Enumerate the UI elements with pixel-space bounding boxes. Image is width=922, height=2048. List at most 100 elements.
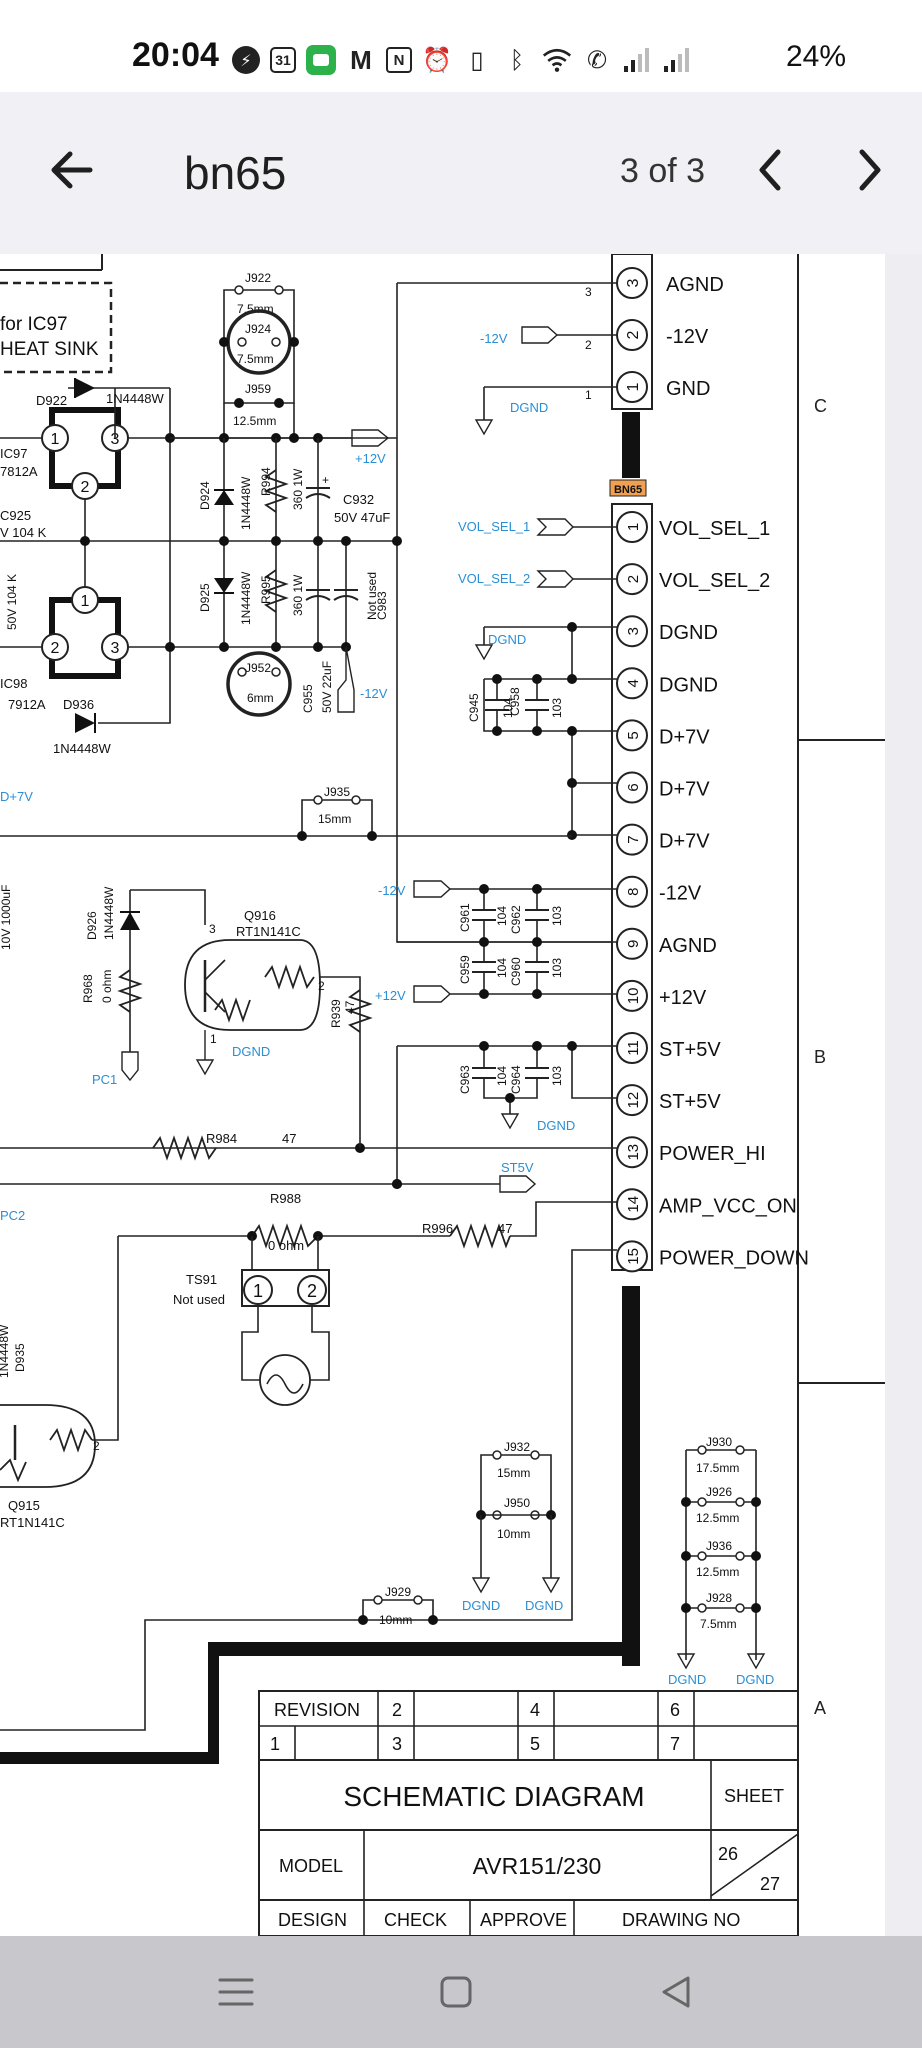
component-value: 7.5mm bbox=[700, 1617, 737, 1631]
ground-symbol bbox=[471, 1577, 561, 1594]
pin-circle bbox=[616, 979, 648, 1012]
jumper-pad bbox=[237, 337, 247, 347]
junction bbox=[567, 778, 577, 788]
pin-circle bbox=[616, 1084, 648, 1117]
pin-number: 2 bbox=[625, 330, 642, 339]
component-value: 103 bbox=[550, 958, 564, 978]
jumper-pad bbox=[697, 1603, 707, 1613]
component-value: 12.5mm bbox=[233, 414, 276, 428]
component-ref: C963 bbox=[458, 1065, 472, 1094]
transistor-body bbox=[0, 1404, 96, 1488]
component-value: 1N4448W bbox=[106, 391, 165, 406]
component-ref: J924 bbox=[245, 322, 271, 336]
component-ref: J932 bbox=[504, 1440, 530, 1454]
status-icons: ⚡ 31 M N ⏰ ▯ ᛒ ✆ bbox=[232, 40, 692, 80]
junction bbox=[492, 674, 502, 684]
net-flag bbox=[121, 1051, 139, 1082]
upper-connector bbox=[611, 254, 653, 410]
junction bbox=[367, 831, 377, 841]
revision-number: 6 bbox=[670, 1700, 680, 1720]
component-ref: TS91 bbox=[186, 1272, 217, 1287]
junction bbox=[297, 831, 307, 841]
pin-label: POWER_HI bbox=[659, 1143, 766, 1165]
model-value: AVR151/230 bbox=[473, 1853, 602, 1879]
capacitor-gap bbox=[474, 962, 494, 972]
heat-sink-box bbox=[0, 281, 113, 374]
component-ref: Q916 bbox=[244, 908, 276, 923]
component-ref: J935 bbox=[324, 785, 350, 799]
document-viewer[interactable]: C B A for IC97 HEAT SINK 3 2 1 AGND -12V… bbox=[0, 254, 922, 1936]
component-ref: IC97 bbox=[0, 446, 27, 461]
component-value: 104 bbox=[501, 698, 515, 718]
junction bbox=[165, 642, 175, 652]
pin-circle bbox=[616, 771, 648, 804]
component-ref: C959 bbox=[458, 955, 472, 984]
net-label: PC1 bbox=[92, 1072, 117, 1087]
capacitor-gap bbox=[527, 910, 547, 920]
pin-circle bbox=[616, 667, 648, 700]
capacitor-gap bbox=[527, 1068, 547, 1078]
pin-circle bbox=[297, 1275, 327, 1305]
pin-circle bbox=[616, 1188, 648, 1221]
jumper-frame bbox=[301, 799, 373, 836]
transistor-leg bbox=[204, 959, 226, 1013]
previous-page-button[interactable] bbox=[742, 138, 798, 202]
junction bbox=[681, 1497, 691, 1507]
jumper-pad bbox=[313, 795, 323, 805]
system-back-button[interactable] bbox=[640, 1962, 712, 2022]
ground-symbol bbox=[474, 419, 494, 436]
status-time: 20:04 bbox=[132, 36, 219, 74]
jumper-pad bbox=[274, 285, 284, 295]
junction bbox=[392, 536, 402, 546]
ts91-body bbox=[241, 1269, 330, 1307]
component-ref: R968 bbox=[81, 974, 95, 1003]
component-ref: R939 bbox=[329, 999, 343, 1028]
component-value: 7.5mm bbox=[237, 352, 274, 366]
component-value: 0 ohm bbox=[100, 970, 114, 1003]
jumper-pad bbox=[237, 667, 247, 677]
resistor bbox=[264, 964, 315, 990]
jumper-pad bbox=[530, 1450, 540, 1460]
pin-number: 2 bbox=[318, 979, 325, 993]
jumper-pad bbox=[735, 1445, 745, 1455]
capacitor-gap bbox=[474, 910, 494, 920]
pin-label: ST+5V bbox=[659, 1091, 721, 1113]
bluetooth-icon: ᛒ bbox=[509, 46, 525, 74]
component-ref: C932 bbox=[343, 492, 374, 507]
schematic-page[interactable]: C B A for IC97 HEAT SINK 3 2 1 AGND -12V… bbox=[0, 254, 922, 1936]
next-page-button[interactable] bbox=[842, 138, 898, 202]
junction bbox=[751, 1497, 761, 1507]
net-label: -12V bbox=[480, 331, 508, 346]
pin-number: 12 bbox=[625, 1092, 642, 1109]
net-label: D+7V bbox=[0, 789, 33, 804]
home-button[interactable] bbox=[420, 1962, 492, 2022]
wire bbox=[320, 976, 361, 1148]
pin-circle bbox=[616, 1240, 648, 1273]
jumper-pad bbox=[492, 1450, 502, 1460]
sheet-total: 27 bbox=[760, 1874, 780, 1894]
net-label: DGND bbox=[232, 1044, 270, 1059]
wire bbox=[686, 1449, 756, 1609]
jumper-pad bbox=[735, 1551, 745, 1561]
pin-circle bbox=[71, 586, 99, 614]
capacitor-plate bbox=[305, 589, 331, 601]
jumper-ladder bbox=[676, 1445, 766, 1670]
net-label: ST5V bbox=[501, 1160, 534, 1175]
thermistor bbox=[259, 1354, 311, 1406]
pin-number: 2 bbox=[51, 640, 60, 657]
component-value: 1N4448W bbox=[0, 1324, 11, 1378]
title-block bbox=[258, 1690, 799, 1936]
chevron-right-icon bbox=[859, 149, 881, 191]
pin-number: 1 bbox=[253, 1281, 263, 1301]
app-bar bbox=[0, 92, 922, 254]
recent-apps-button[interactable] bbox=[200, 1962, 272, 2022]
net-flag bbox=[413, 880, 452, 898]
capacitor-gap bbox=[487, 700, 507, 710]
junction bbox=[428, 1615, 438, 1625]
wire-number: 1 bbox=[585, 388, 592, 402]
zone-label: A bbox=[814, 1698, 826, 1718]
resistor bbox=[0, 1458, 27, 1483]
back-button[interactable] bbox=[40, 138, 104, 202]
junction bbox=[567, 830, 577, 840]
jumper-pad bbox=[697, 1551, 707, 1561]
